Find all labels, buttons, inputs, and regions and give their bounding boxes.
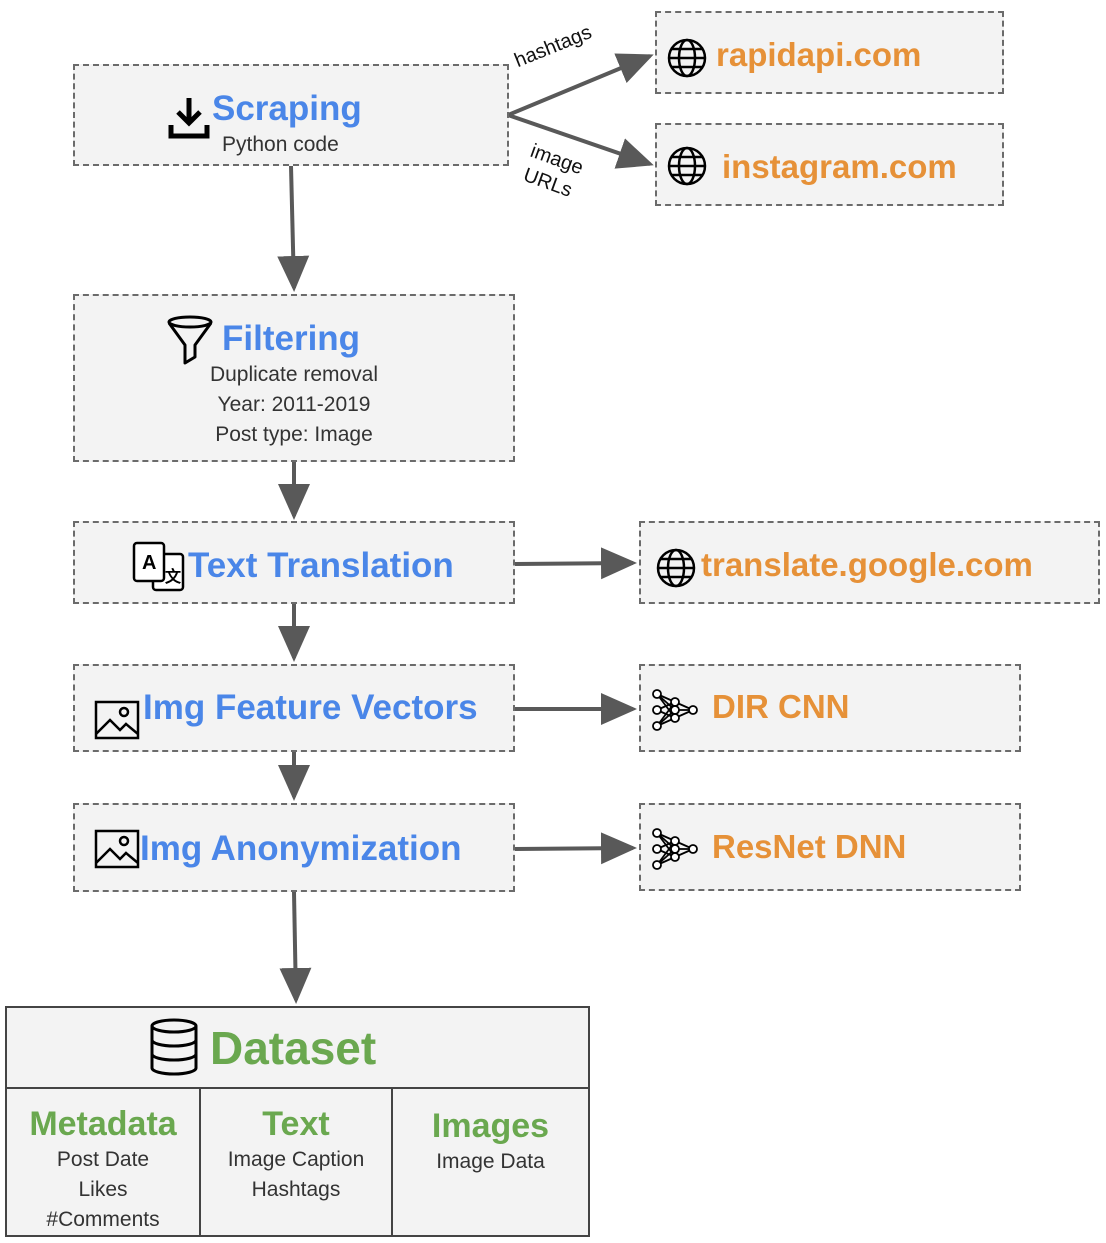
translation-node bbox=[73, 521, 515, 604]
translate-icon: A 文 bbox=[132, 541, 185, 592]
svg-text:文: 文 bbox=[165, 567, 182, 586]
filtering-node bbox=[73, 294, 515, 462]
metadata-title: Metadata bbox=[29, 1105, 177, 1143]
scraping-title: Scraping bbox=[212, 89, 362, 128]
features-title: Img Feature Vectors bbox=[143, 688, 478, 727]
dataset-column-divider-2 bbox=[391, 1088, 393, 1236]
database-icon bbox=[150, 1018, 198, 1076]
dataset-table bbox=[5, 1006, 590, 1237]
resnet-node bbox=[639, 803, 1021, 891]
filtering-line-1: Duplicate removal bbox=[209, 363, 379, 386]
neural-network-icon bbox=[652, 828, 698, 870]
neural-network-icon bbox=[652, 689, 698, 731]
scraping-node bbox=[73, 64, 509, 166]
filtering-line-3: Post type: Image bbox=[215, 423, 373, 446]
text-title: Text bbox=[262, 1105, 330, 1143]
google-translate-title: translate.google.com bbox=[701, 546, 1033, 583]
image-icon bbox=[94, 700, 140, 740]
text-line-1: Image Caption bbox=[227, 1148, 365, 1171]
arrow-translation-google bbox=[514, 547, 637, 580]
instagram-title: instagram.com bbox=[722, 148, 957, 185]
arrow-scraping-instagram bbox=[507, 113, 654, 169]
anonymization-title: Img Anonymization bbox=[140, 829, 462, 868]
globe-icon bbox=[667, 146, 707, 186]
globe-icon bbox=[667, 38, 707, 78]
google-translate-node bbox=[639, 521, 1100, 604]
images-title: Images bbox=[431, 1107, 550, 1145]
resnet-title: ResNet DNN bbox=[712, 828, 907, 865]
filtering-line-2: Year: 2011-2019 bbox=[217, 393, 371, 416]
rapidapi-title: rapidapi.com bbox=[716, 36, 922, 73]
arrow-scraping-rapidapi bbox=[507, 53, 654, 117]
instagram-node bbox=[655, 123, 1004, 206]
globe-icon bbox=[656, 548, 696, 588]
dataset-column-text: Text Image Caption Hashtags bbox=[201, 1107, 391, 1205]
download-icon bbox=[168, 98, 210, 139]
image-icon bbox=[94, 829, 140, 869]
features-node bbox=[73, 664, 515, 752]
text-line-2: Hashtags bbox=[251, 1178, 341, 1201]
translation-title: Text Translation bbox=[188, 546, 454, 585]
rapidapi-node bbox=[655, 11, 1004, 94]
arrow-anonymization-resnet bbox=[514, 832, 637, 865]
scraping-subtitle: Python code bbox=[222, 133, 339, 156]
dircnn-title: DIR CNN bbox=[712, 688, 850, 725]
dircnn-node bbox=[639, 664, 1021, 752]
funnel-icon bbox=[167, 315, 213, 365]
metadata-line-3: #Comments bbox=[46, 1208, 160, 1231]
arrow-anonymization-dataset bbox=[279, 891, 312, 1004]
dataset-column-divider-1 bbox=[199, 1088, 201, 1236]
filtering-title: Filtering bbox=[222, 319, 361, 358]
dataset-header-divider bbox=[5, 1087, 590, 1089]
svg-text:A: A bbox=[142, 552, 156, 574]
metadata-line-2: Likes bbox=[78, 1178, 128, 1201]
dataset-title: Dataset bbox=[210, 1022, 377, 1074]
anonymization-node bbox=[73, 803, 515, 892]
metadata-line-1: Post Date bbox=[56, 1148, 150, 1171]
arrow-scraping-filtering bbox=[277, 165, 310, 292]
dataset-column-images: Images Image Data bbox=[393, 1109, 588, 1177]
images-line-1: Image Data bbox=[436, 1150, 545, 1173]
dataset-column-metadata: Metadata Post Date Likes #Comments bbox=[7, 1107, 199, 1235]
